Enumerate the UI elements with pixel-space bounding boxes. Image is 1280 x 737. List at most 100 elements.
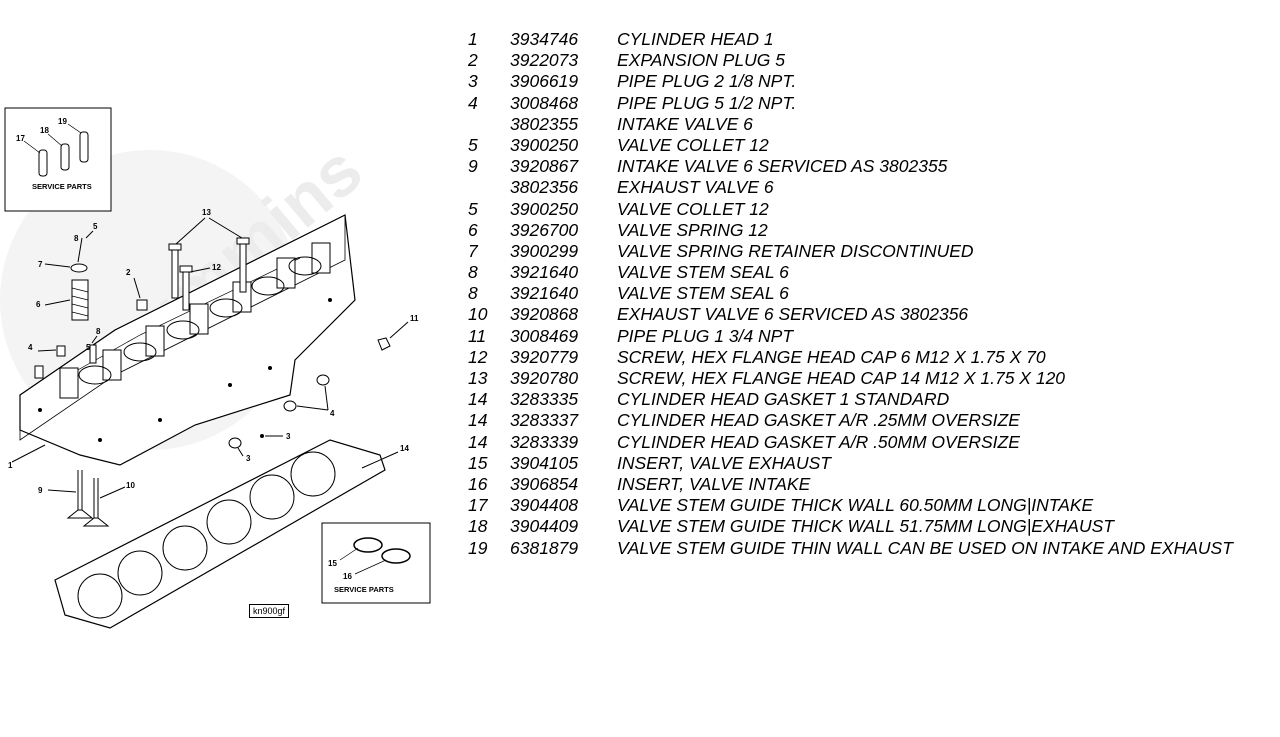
callout-3b: 3 [246, 454, 251, 463]
service-parts-box-guides: 17 18 19 SERVICE PARTS [4, 107, 112, 212]
part-description: VALVE STEM GUIDE THIN WALL CAN BE USED O… [617, 537, 1233, 558]
ref-number: 3 [468, 71, 478, 92]
ref-number: 17 [468, 495, 488, 516]
part-number: 3921640 [510, 283, 579, 304]
ref-number: 12 [468, 346, 488, 367]
callout-8b: 8 [96, 327, 101, 336]
part-number: 3008469 [510, 325, 579, 346]
service-parts-box-inserts: 15 16 SERVICE PARTS [321, 522, 431, 604]
head-bolt-holes [38, 298, 332, 442]
service-parts-label-inserts: SERVICE PARTS [334, 585, 394, 594]
part-description: PIPE PLUG 1 3/4 NPT [617, 325, 794, 346]
parts-row: 7 3900299 VALVE SPRING RETAINER DISCONTINU… [462, 241, 1280, 262]
parts-row: 18 3904409 VALVE STEM GUIDE THICK WALL 51.… [462, 516, 1280, 537]
ref-number: 13 [468, 368, 488, 388]
part-description: VALVE SPRING RETAINER DISCONTINUED [617, 240, 974, 261]
part-description: INTAKE VALVE 6 [617, 113, 753, 134]
part-number: 3906854 [510, 473, 579, 494]
callout-13: 13 [202, 208, 211, 217]
part-number: 3904409 [510, 516, 579, 537]
part-description: CYLINDER HEAD GASKET A/R .25MM OVERSIZE [617, 410, 1020, 431]
part-description: PIPE PLUG 5 1/2 NPT. [617, 92, 797, 113]
callout-7: 7 [38, 260, 43, 269]
part-number: 3900250 [510, 198, 579, 219]
part-description: EXPANSION PLUG 5 [617, 50, 785, 71]
callout-3a: 3 [286, 432, 291, 441]
callout-12: 12 [212, 263, 221, 272]
part-number: 3283337 [510, 410, 579, 431]
callout-9: 9 [38, 486, 43, 495]
callout-4a: 4 [28, 343, 33, 352]
ref-number: 9 [468, 156, 478, 177]
diagram-reference-code: kn900gf [249, 604, 290, 618]
callout-15: 15 [328, 559, 337, 568]
head-bolts: 13 12 [168, 208, 250, 311]
ref-number: 15 [468, 452, 488, 473]
part-number: 3922073 [510, 50, 579, 71]
part-number: 3904105 [510, 452, 579, 473]
part-description: VALVE SPRING 12 [617, 219, 768, 240]
part-description: EXHAUST VALVE 6 SERVICED AS 3802356 [617, 304, 969, 325]
ref-number: 14 [468, 431, 488, 452]
part-description: INSERT, VALVE EXHAUST [617, 452, 831, 473]
part-description: CYLINDER HEAD GASKET A/R .50MM OVERSIZE [617, 431, 1020, 452]
pipe-plugs: 11 4 3 3 [228, 314, 419, 463]
part-description: SCREW, HEX FLANGE HEAD CAP 14 M12 X 1.75… [617, 368, 1066, 388]
ref-number: 8 [468, 262, 478, 283]
parts-row: 3802356 EXHAUST VALVE 6 [462, 177, 1280, 198]
part-description: INSERT, VALVE INTAKE [617, 473, 811, 494]
callout-17: 17 [16, 134, 25, 143]
part-description: VALVE STEM GUIDE THICK WALL 60.50MM LONG… [617, 495, 1094, 516]
head-gasket: 14 [54, 439, 409, 629]
callout-4b: 4 [330, 409, 335, 418]
cylinder-head-exploded-view: cummins 17 18 19 SERVICE PARTS [0, 107, 431, 629]
callout-16: 16 [343, 572, 352, 581]
part-number: 3283339 [510, 431, 579, 452]
callout-2: 2 [126, 268, 131, 277]
parts-row: 14 3283339 CYLINDER HEAD GASKET A/R .50MM … [462, 432, 1280, 453]
part-number: 3920868 [510, 304, 579, 325]
ref-number: 5 [468, 134, 478, 155]
ref-number: 18 [468, 516, 488, 537]
ref-number: 19 [468, 537, 488, 558]
part-description: EXHAUST VALVE 6 [617, 177, 774, 198]
part-description: VALVE STEM SEAL 6 [617, 283, 789, 304]
ref-number: 4 [468, 92, 478, 113]
parts-row: 15 3904105 INSERT, VALVE EXHAUST [462, 453, 1280, 474]
part-number: 3802356 [510, 177, 579, 198]
part-number: 3906619 [510, 71, 579, 92]
part-description: INTAKE VALVE 6 SERVICED AS 3802355 [617, 156, 948, 177]
ref-number: 6 [468, 219, 478, 240]
part-description: VALVE STEM GUIDE THICK WALL 51.75MM LONG… [617, 516, 1114, 537]
part-number: 3904408 [510, 495, 579, 516]
callout-18: 18 [40, 126, 49, 135]
exploded-diagram: cummins 17 18 19 SERVICE PARTS [0, 0, 440, 640]
ref-number: 14 [468, 389, 488, 410]
valve-spring-stack: 7 6 8 5 8 4 2 5 [28, 222, 148, 379]
callout-5b: 5 [86, 343, 91, 352]
callout-10: 10 [126, 481, 135, 490]
part-number: 3900299 [510, 240, 579, 261]
ref-number: 1 [468, 29, 478, 49]
ref-number: 7 [468, 240, 478, 261]
callout-11: 11 [410, 314, 419, 323]
ref-number: 5 [468, 198, 478, 219]
callout-14: 14 [400, 444, 409, 453]
parts-row: 8 3921640 VALVE STEM SEAL 6 [462, 283, 1280, 304]
ref-number: 8 [468, 283, 478, 304]
part-description: PIPE PLUG 2 1/8 NPT. [617, 71, 797, 92]
valves: 9 10 1 [8, 444, 135, 527]
part-description: VALVE STEM SEAL 6 [617, 262, 789, 283]
part-number: 3283335 [510, 389, 579, 410]
callout-8a: 8 [74, 234, 79, 243]
